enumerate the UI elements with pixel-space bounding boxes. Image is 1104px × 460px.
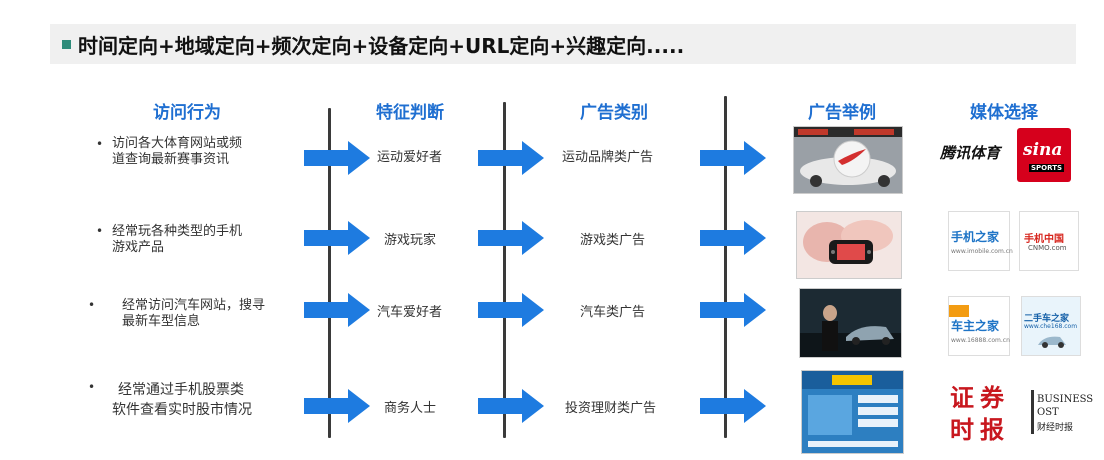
header-media: 媒体选择 xyxy=(970,103,1038,123)
ad-type-label-1: 运动品牌类广告 xyxy=(562,150,654,165)
bullet-dot: • xyxy=(96,137,104,151)
feature-label-3: 汽车爱好者 xyxy=(377,305,443,320)
logo-sina: sina SPORTS xyxy=(1017,128,1071,182)
feature-label-2: 游戏玩家 xyxy=(384,233,437,248)
logo-securities-times: 证 券 时 报 xyxy=(948,378,1008,444)
ad-type-label-4: 投资理财类广告 xyxy=(565,401,657,416)
arrow-icon xyxy=(304,141,370,175)
header-ad-example: 广告举例 xyxy=(808,103,876,123)
arrow-icon xyxy=(700,389,766,423)
bullet-dot: • xyxy=(88,298,96,312)
header-feature: 特征判断 xyxy=(376,103,444,123)
feature-label-4: 商务人士 xyxy=(384,401,437,416)
page-title: 时间定向+地域定向+频次定向+设备定向+URL定向+兴趣定向..... xyxy=(78,34,685,58)
arrow-icon xyxy=(304,221,370,255)
ad-image-game xyxy=(796,211,902,279)
ad-type-label-2: 游戏类广告 xyxy=(580,233,646,248)
arrow-icon xyxy=(304,389,370,423)
arrow-icon xyxy=(478,293,544,327)
divider-line-1 xyxy=(328,108,331,438)
feature-label-1: 运动爱好者 xyxy=(377,150,443,165)
arrow-icon xyxy=(700,293,766,327)
divider-line-3 xyxy=(724,96,727,438)
logo-imobile: 手机之家 www.imobile.com.cn xyxy=(948,211,1013,271)
behavior-text-2: 经常玩各种类型的手机 游戏产品 xyxy=(112,224,243,255)
arrow-icon xyxy=(304,293,370,327)
ad-image-finance xyxy=(801,370,904,454)
ad-image-sports xyxy=(793,126,903,194)
behavior-text-4: 经常通过手机股票类 软件查看实时股市情况 xyxy=(112,382,252,418)
header-behavior: 访问行为 xyxy=(153,103,221,123)
title-bar xyxy=(50,24,1076,64)
ad-type-label-3: 汽车类广告 xyxy=(580,305,646,320)
arrow-icon xyxy=(700,141,766,175)
logo-used-car: 二手车之家 www.che168.com xyxy=(1021,296,1081,356)
bullet-dot: • xyxy=(96,224,104,238)
logo-car-owner: 车主之家 www.16888.com.cn xyxy=(948,296,1010,356)
divider-line-2 xyxy=(503,102,506,438)
header-ad-type: 广告类别 xyxy=(580,103,648,123)
title-bullet xyxy=(62,40,71,49)
bullet-dot: • xyxy=(88,380,96,394)
behavior-text-1: 访问各大体育网站或频 道查询最新赛事资讯 xyxy=(112,136,243,167)
logo-tencent-sports: 腾讯体育 xyxy=(940,144,1001,162)
arrow-icon xyxy=(478,389,544,423)
arrow-icon xyxy=(700,221,766,255)
behavior-text-3: 经常访问汽车网站，搜寻 最新车型信息 xyxy=(122,298,266,329)
arrow-icon xyxy=(478,221,544,255)
logo-business-post: BUSINESS OST 财经时报 xyxy=(1023,380,1093,442)
logo-cnmo: 手机中国 CNMO.com xyxy=(1019,211,1079,271)
ad-image-car xyxy=(799,288,902,358)
arrow-icon xyxy=(478,141,544,175)
